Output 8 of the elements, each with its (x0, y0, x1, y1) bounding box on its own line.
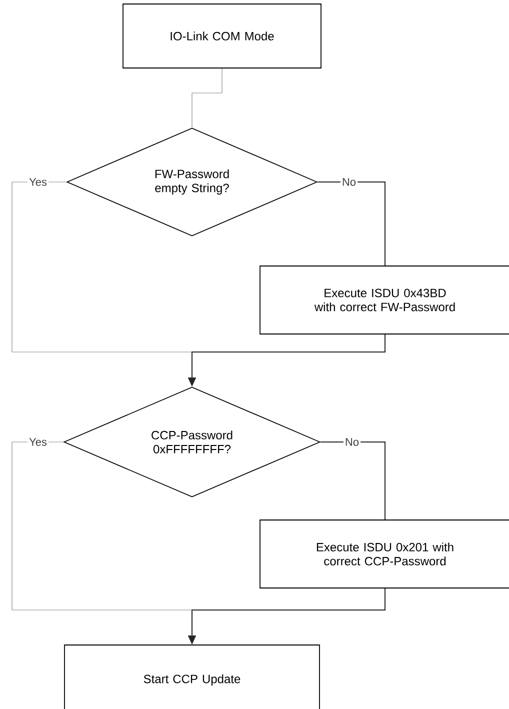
edge-label: Yes (28, 436, 48, 448)
edge-label: No (340, 176, 358, 188)
process-box: Execute ISDU 0x201 with correct CCP-Password (260, 520, 509, 588)
process-box: Start CCP Update (64, 644, 320, 709)
edge-label: No (343, 436, 361, 448)
process-box: Execute ISDU 0x43BD with correct FW-Password (260, 266, 509, 334)
process-box: IO-Link COM Mode (122, 4, 322, 68)
edge-label: Yes (28, 176, 48, 188)
